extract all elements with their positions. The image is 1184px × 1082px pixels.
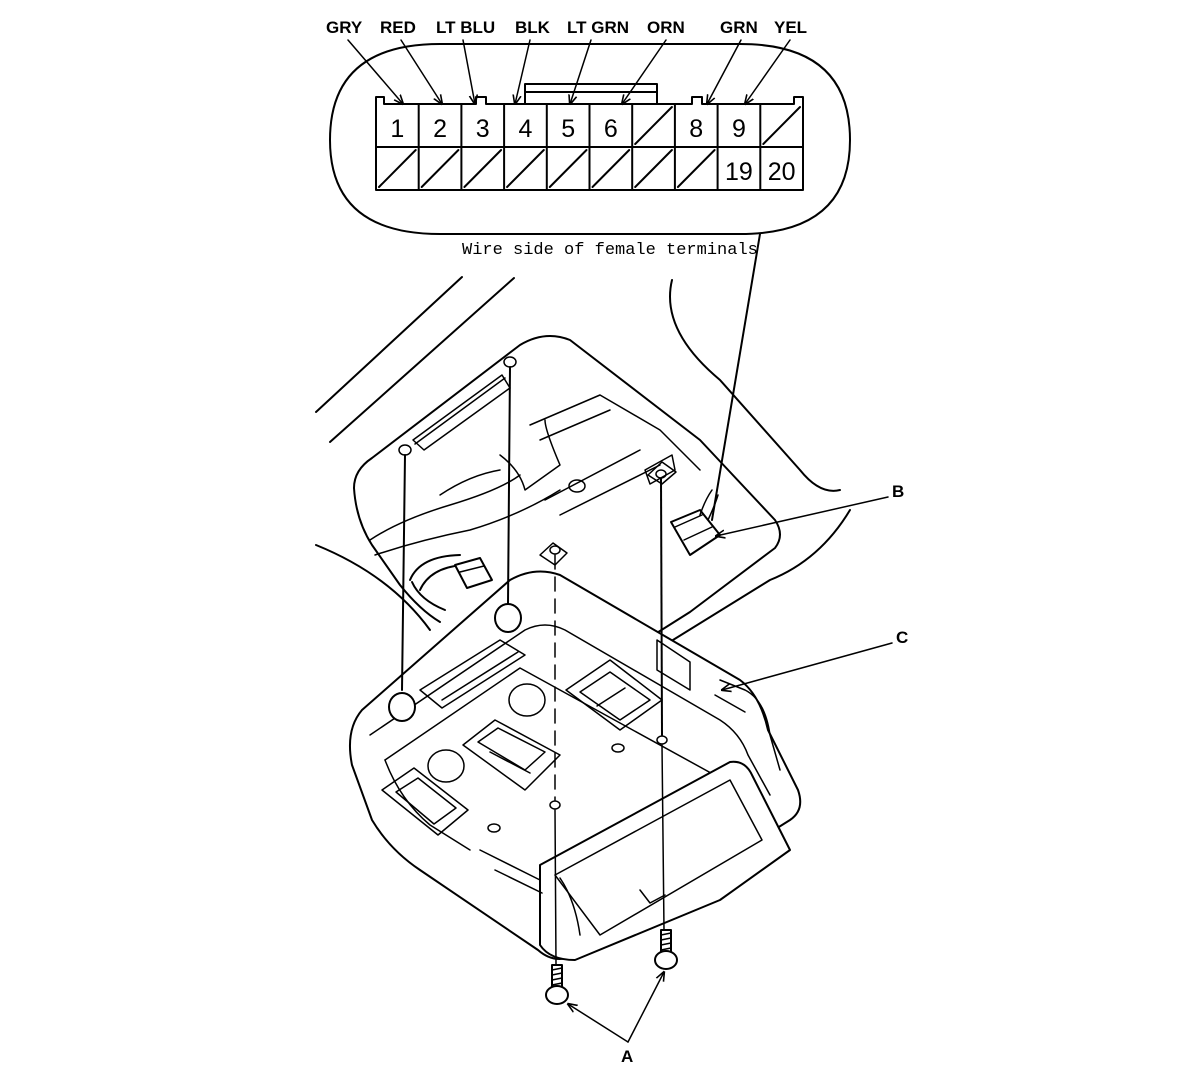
- pin-number-3: 3: [476, 115, 490, 143]
- wire-label-red: RED: [380, 18, 416, 37]
- wire-label-grn: GRN: [720, 18, 758, 37]
- connector-inset: GRY RED LT BLU BLK LT GRN ORN GRN YEL: [326, 18, 851, 260]
- pin-number-2: 2: [433, 115, 447, 143]
- wire-harness: [409, 554, 493, 611]
- pin-number-9: 9: [732, 115, 746, 143]
- overhead-console: [349, 570, 802, 961]
- unused-pin-slash: [762, 106, 801, 145]
- callout-a: A: [621, 1047, 633, 1066]
- connector-lock-tab: [524, 83, 658, 105]
- pin-grid: [378, 103, 801, 191]
- clip-2: [494, 603, 522, 633]
- connector-housing: [375, 96, 804, 191]
- connector-b: [670, 489, 721, 556]
- pin-number-20: 20: [768, 158, 796, 186]
- screw-left: [545, 964, 569, 1005]
- roof-recess: [353, 335, 781, 637]
- unused-pin-slash: [591, 149, 631, 188]
- inset-leader-line: [711, 233, 761, 521]
- unused-pin-slash: [506, 149, 545, 188]
- callouts: B C A: [568, 482, 908, 1066]
- pin-number-5: 5: [561, 115, 575, 143]
- wire-label-lt-blu: LT BLU: [436, 18, 495, 37]
- headliner: [315, 276, 851, 649]
- screws-a: [545, 929, 678, 1005]
- pin-number-8: 8: [689, 115, 703, 143]
- harness-connector: [454, 557, 493, 589]
- screw-right: [654, 929, 678, 970]
- clip-1: [388, 692, 416, 722]
- wire-labels: GRY RED LT BLU BLK LT GRN ORN GRN YEL: [326, 18, 807, 37]
- unused-pin-slash: [634, 106, 673, 145]
- connector-caption: Wire side of female terminals: [462, 241, 758, 260]
- console-clips: [388, 356, 668, 966]
- unused-pin-slash: [676, 149, 716, 188]
- wire-label-blk: BLK: [515, 18, 551, 37]
- unused-pin-slash: [548, 149, 588, 188]
- pin-number-19: 19: [725, 158, 753, 186]
- unused-pin-slash: [463, 149, 503, 188]
- pin-number-6: 6: [604, 115, 618, 143]
- callout-b: B: [892, 482, 904, 501]
- pin-number-4: 4: [518, 115, 532, 143]
- wire-leaders: [347, 39, 791, 104]
- callout-c: C: [896, 628, 908, 647]
- wire-label-yel: YEL: [774, 18, 807, 37]
- wire-label-gry: GRY: [326, 18, 363, 37]
- unused-pin-slash: [420, 149, 460, 188]
- unused-pin-slash: [378, 149, 417, 188]
- wire-label-lt-grn: LT GRN: [567, 18, 629, 37]
- wire-label-orn: ORN: [647, 18, 685, 37]
- unused-pin-slash: [634, 149, 673, 188]
- pin-number-1: 1: [390, 115, 404, 143]
- connector-inset-frame: [329, 43, 851, 235]
